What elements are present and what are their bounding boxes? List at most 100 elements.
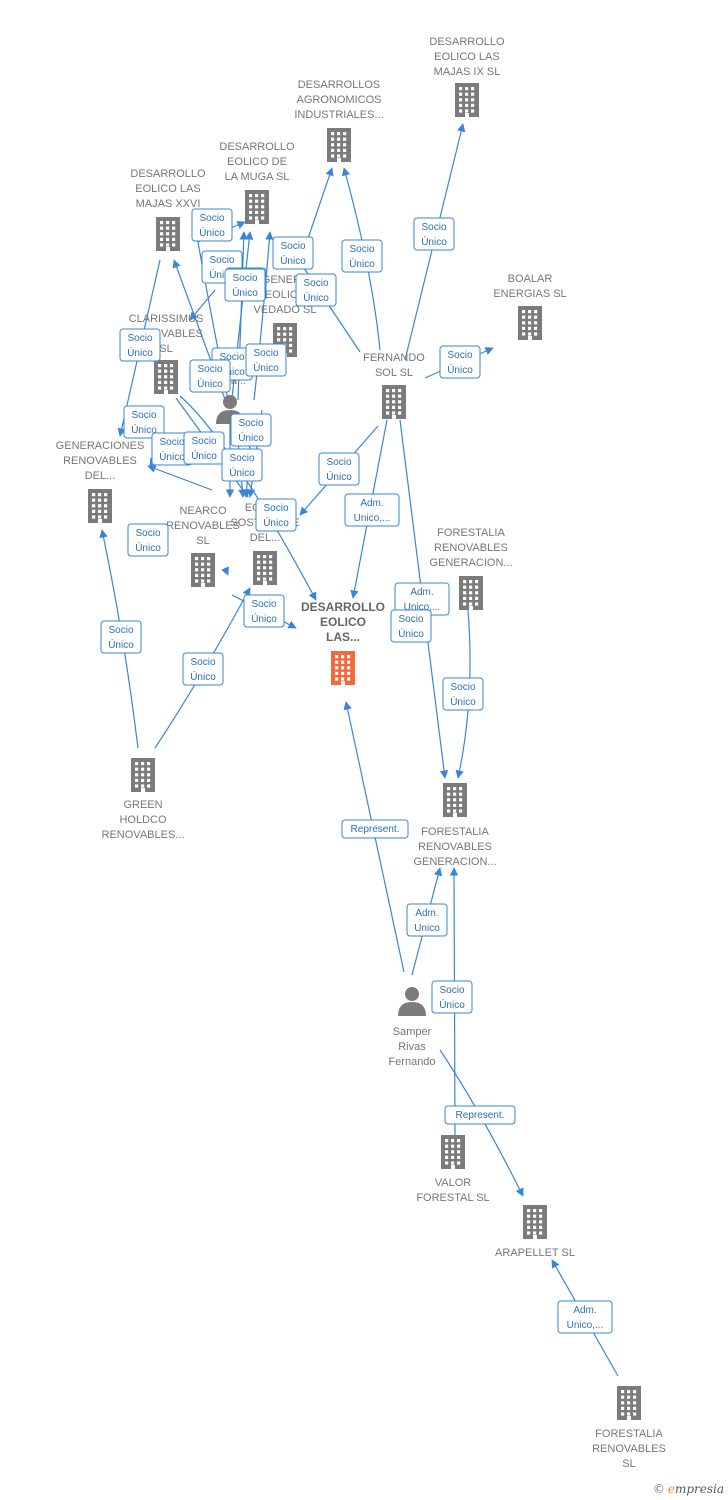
- relationship-label-text: Único: [127, 346, 153, 359]
- focus-company-node[interactable]: DESARROLLOEOLICOLAS...: [301, 600, 385, 685]
- relationship-label-text: Único: [253, 361, 279, 374]
- relationship-label-text: Único: [108, 638, 134, 651]
- node-label-line: ARAPELLET SL: [495, 1247, 575, 1259]
- company-building-icon: [131, 758, 155, 792]
- relationship-label-text: Socio: [127, 333, 152, 344]
- node-label-line: INDUSTRIALES...: [294, 109, 383, 121]
- relationship-label-text: Único: [421, 235, 447, 248]
- relationship-label[interactable]: Adm.Unico,...: [557, 1300, 613, 1334]
- company-building-icon: [245, 190, 269, 224]
- node-label-line: SL: [622, 1458, 635, 1470]
- company-building-icon: [443, 783, 467, 817]
- node-label-line: DESARROLLO: [130, 168, 206, 180]
- relationship-label-text: Único: [199, 226, 225, 239]
- node-label-line: Fernando: [388, 1056, 435, 1068]
- relationship-label[interactable]: Represent.: [444, 1105, 516, 1125]
- node-label-line: GENERACION...: [429, 557, 512, 569]
- edge-line: [221, 566, 229, 576]
- relationship-label-text: Socio: [135, 528, 160, 539]
- relationship-label-text: Socio: [450, 682, 475, 693]
- node-label-line: MAJAS XXVI: [136, 198, 201, 210]
- relationship-label-text: Único: [251, 612, 277, 625]
- company-node[interactable]: FORESTALIARENOVABLESGENERACION...: [413, 783, 497, 868]
- relationship-label-text: Socio: [349, 244, 374, 255]
- relationship-label-text: Socio: [159, 437, 184, 448]
- company-node[interactable]: FORESTALIARENOVABLESGENERACION...: [429, 527, 513, 610]
- node-label-line: SL: [196, 535, 209, 547]
- node-label-line: ENERGIAS SL: [493, 288, 566, 300]
- relationship-label-text: Único: [159, 450, 185, 463]
- company-node[interactable]: GREENHOLDCORENOVABLES...: [102, 758, 185, 841]
- relationship-label-text: Único: [280, 254, 306, 267]
- relationship-label[interactable]: Adm.Unico,...: [344, 493, 400, 527]
- node-label-line: SL: [159, 343, 172, 355]
- edge-line: [189, 289, 216, 321]
- node-label-line: EOLICO: [320, 615, 366, 629]
- company-building-icon: [459, 576, 483, 610]
- empresia-credit[interactable]: ©empresia: [653, 1482, 724, 1496]
- node-label-line: HOLDCO: [119, 814, 167, 826]
- brand-initial: e: [667, 1482, 675, 1496]
- relationship-label[interactable]: Represent.: [341, 819, 409, 839]
- focus-company-building-icon: [331, 651, 355, 685]
- company-node[interactable]: GENERACIONESRENOVABLESDEL...: [56, 440, 145, 523]
- node-label-line: LAS...: [326, 630, 360, 644]
- company-building-icon: [327, 128, 351, 162]
- node-label-line: FORESTALIA: [437, 527, 505, 539]
- company-node[interactable]: ARAPELLET SL: [495, 1205, 575, 1259]
- node-label-line: NEARCO: [179, 505, 227, 517]
- brand-name: mpresia: [674, 1482, 724, 1496]
- relationship-label-text: Único: [349, 257, 375, 270]
- node-label-line: Rivas: [398, 1041, 426, 1053]
- node-label-line: FERNANDO: [363, 352, 425, 364]
- relationship-label-text: Unico: [414, 923, 440, 934]
- relationship-label-text: Socio: [398, 614, 423, 625]
- company-building-icon: [441, 1135, 465, 1169]
- company-building-icon: [523, 1205, 547, 1239]
- relationship-label-text: Unico,...: [354, 513, 391, 524]
- company-node[interactable]: DESARROLLOSAGRONOMICOSINDUSTRIALES...: [294, 79, 384, 162]
- relationship-label-text: Socio: [197, 364, 222, 375]
- relationship-label[interactable]: Adm.Unico: [406, 903, 448, 937]
- relationship-label-text: Unico,...: [404, 602, 441, 613]
- relationship-label-text: Represent.: [351, 824, 400, 835]
- relationship-label-text: Socio: [190, 657, 215, 668]
- relationship-label-text: Único: [439, 998, 465, 1011]
- relationship-label-text: Único: [398, 627, 424, 640]
